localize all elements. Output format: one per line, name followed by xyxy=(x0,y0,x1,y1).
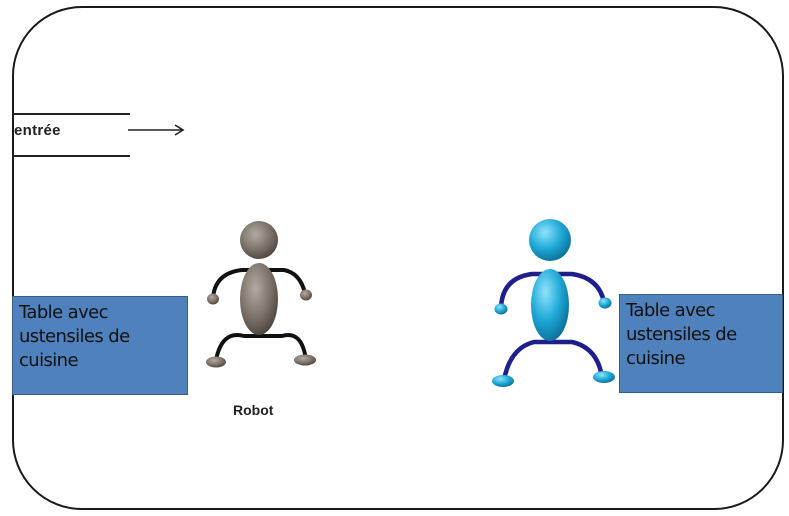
entrance-bottom-line xyxy=(12,155,130,157)
entrance-arrow-icon xyxy=(128,124,185,136)
entrance-label: entrée xyxy=(14,122,61,139)
kitchen-table-right: Table avec ustensiles de cuisine xyxy=(619,294,783,393)
robot-label: Robot xyxy=(233,402,274,418)
kitchen-table-left: Table avec ustensiles de cuisine xyxy=(12,296,188,395)
entrance-top-line xyxy=(12,113,130,115)
person-figure-icon xyxy=(492,219,615,387)
robot-figure-icon xyxy=(206,221,316,368)
room-boundary xyxy=(12,6,784,510)
